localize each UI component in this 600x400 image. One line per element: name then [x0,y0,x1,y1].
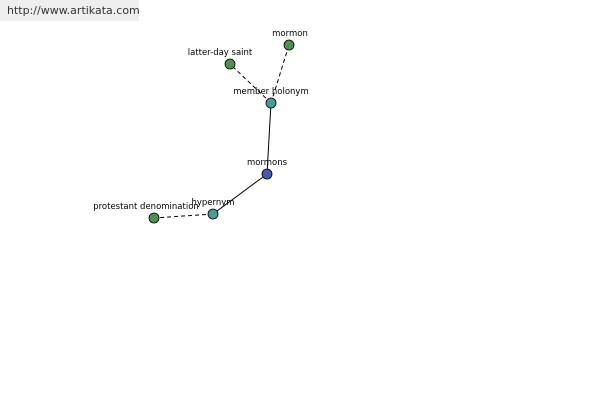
node-mormons[interactable] [261,168,273,180]
node-label-protestant-denomination: protestant denomination [93,202,199,212]
node-member-holonym[interactable] [265,97,277,109]
edge-hypernym-to-protestant-denomination [153,213,214,219]
node-protestant-denomination[interactable] [148,212,160,224]
node-hypernym[interactable] [207,208,219,220]
edge-mormons-to-hypernym [212,173,268,215]
node-label-hypernym: hypernym [191,198,234,208]
node-mormon[interactable] [283,39,295,51]
node-label-latter-day-saint: latter-day saint [188,48,253,58]
watermark-url: http://www.artikata.com [0,0,140,21]
edge-member-holonym-to-mormon [270,44,290,104]
node-latter-day-saint[interactable] [224,58,236,70]
node-label-mormons: mormons [247,158,288,168]
node-label-mormon: mormon [272,29,308,39]
node-label-member-holonym: member holonym [233,87,308,97]
edge-mormons-to-member-holonym [266,102,272,175]
edge-member-holonym-to-latter-day-saint [229,63,272,104]
